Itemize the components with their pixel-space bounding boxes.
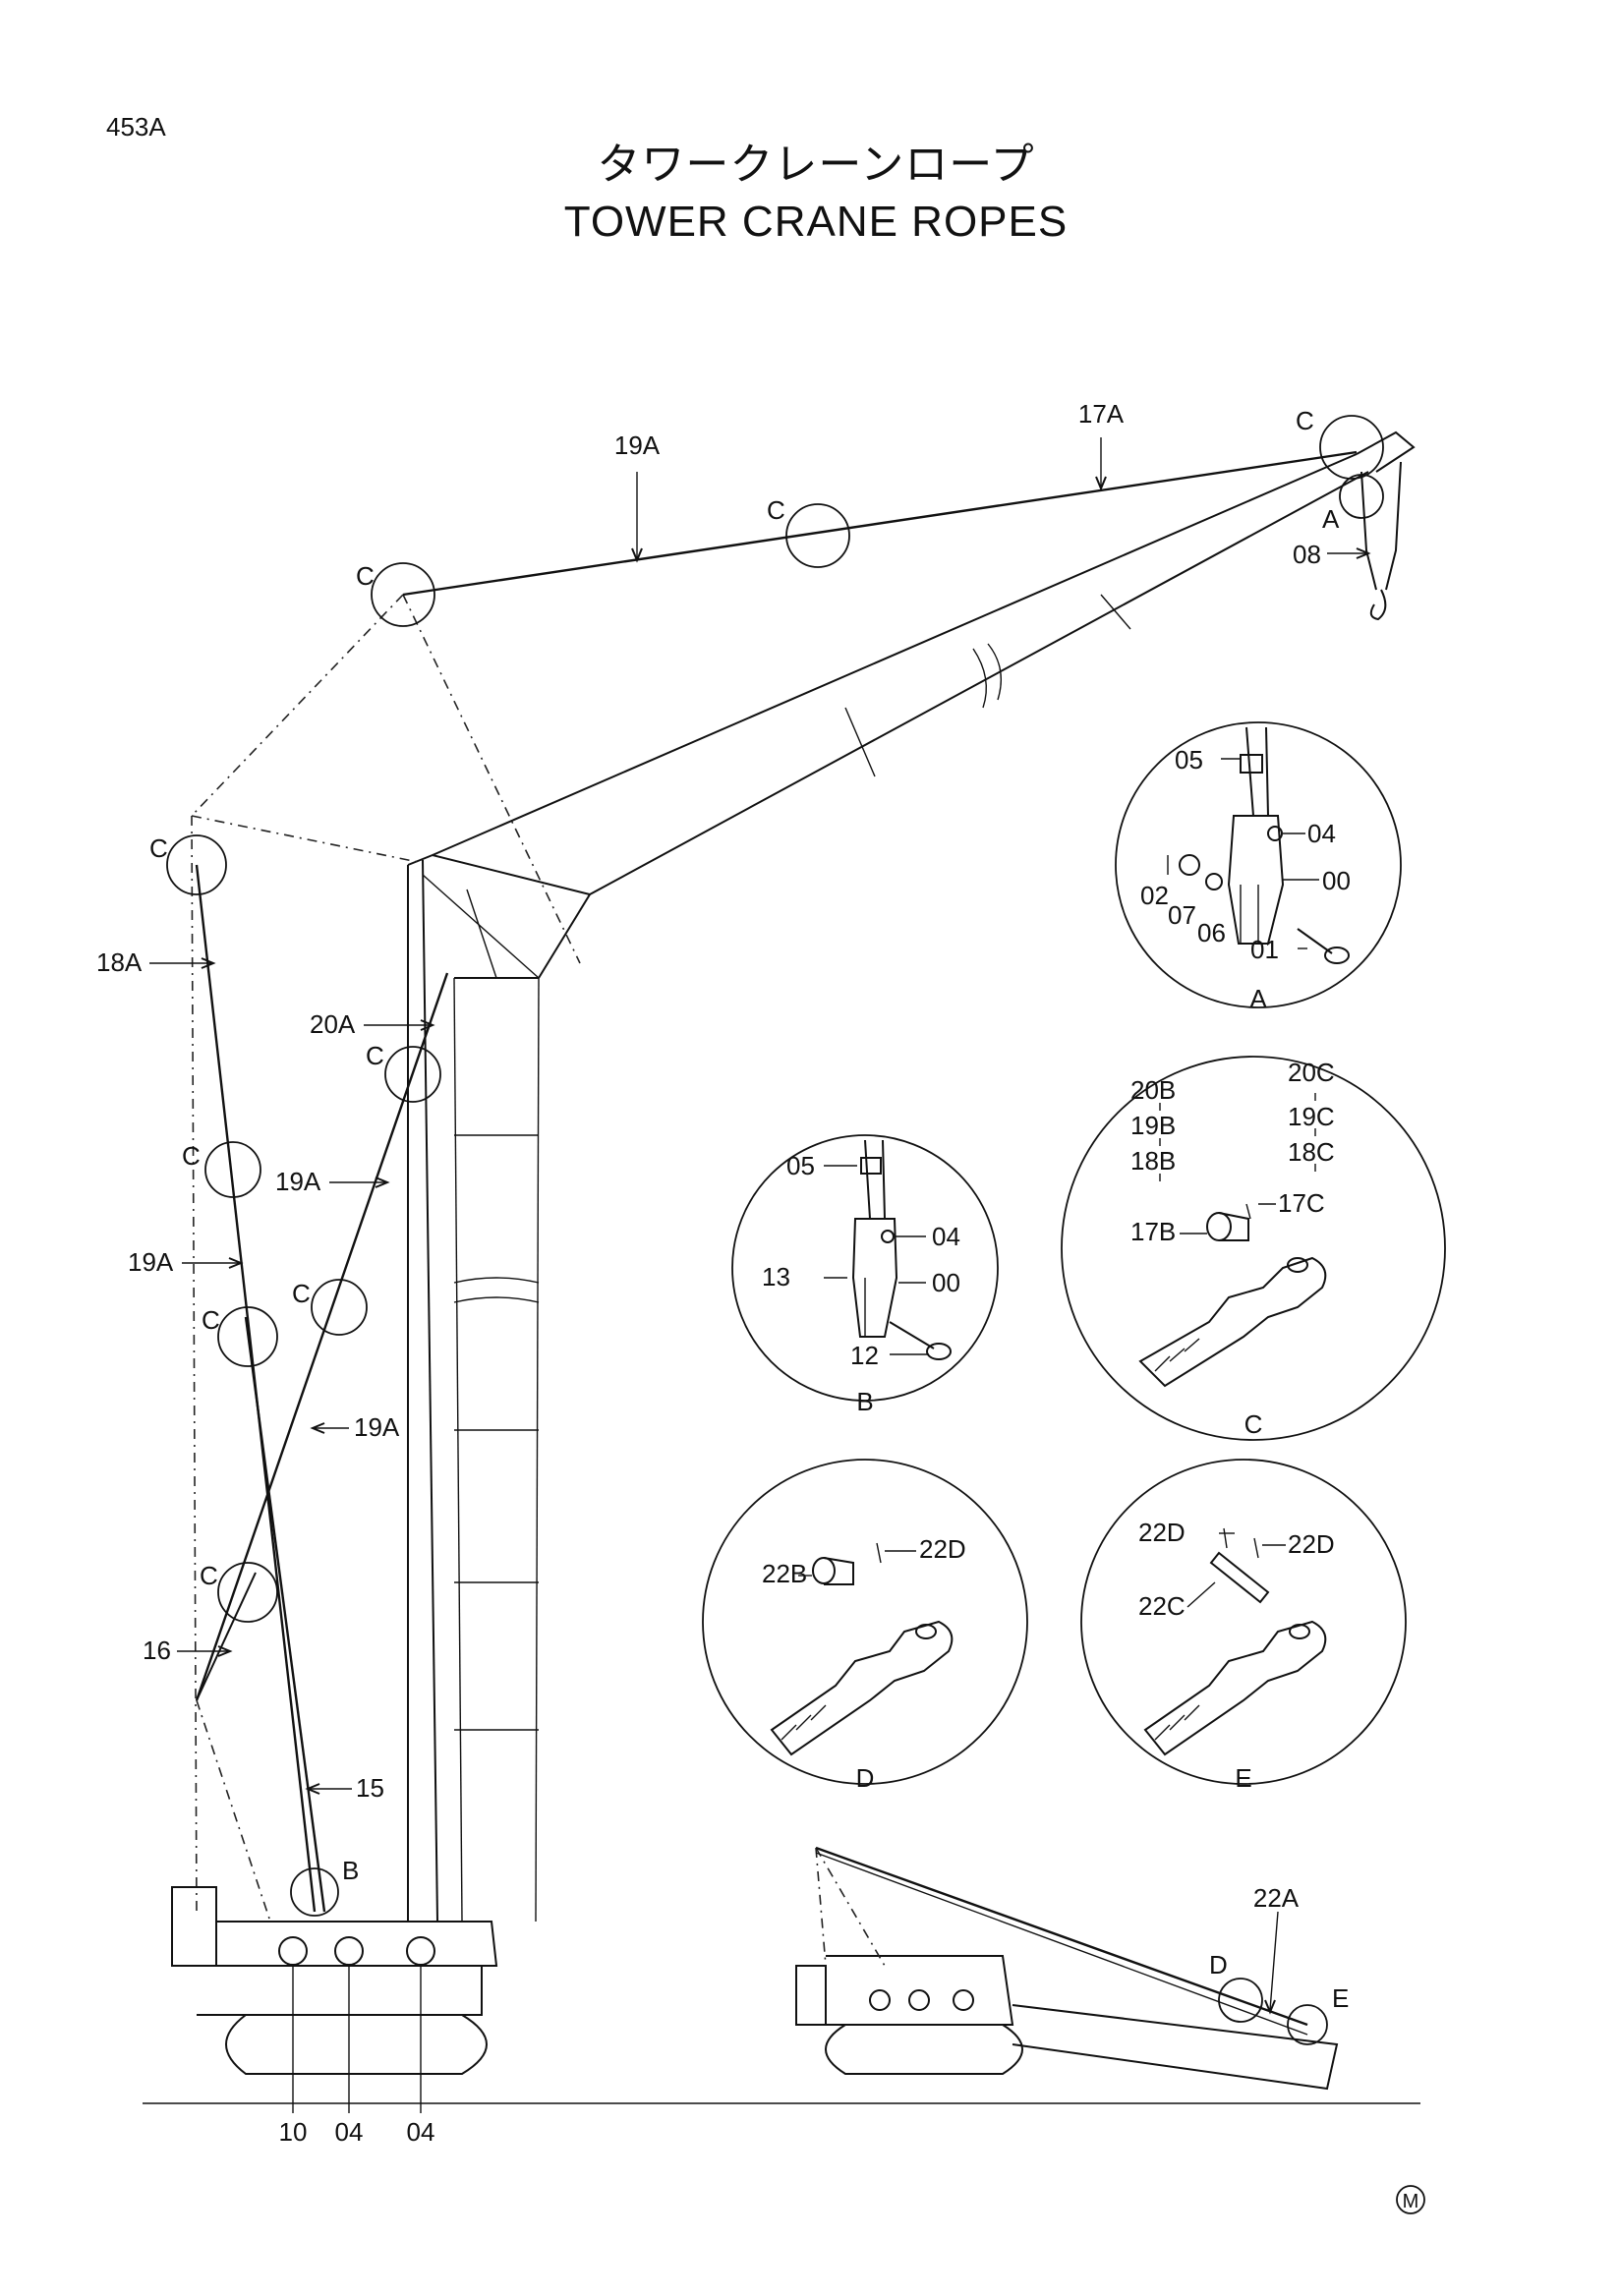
detail-d: 22B 22D D	[702, 1459, 1028, 1793]
detail-c-part-20C: 20C	[1288, 1058, 1335, 1087]
circled-m-mark: M	[1396, 2185, 1425, 2214]
label-20A: 20A	[310, 1009, 356, 1039]
detail-c-part-18C: 18C	[1288, 1137, 1335, 1167]
detail-b: 05 04 13 00 12 B	[731, 1134, 999, 1416]
detail-c-part-19B: 19B	[1130, 1111, 1176, 1140]
detail-circle-d	[1218, 1978, 1263, 2023]
label-16: 16	[143, 1636, 171, 1665]
label-c5: C	[182, 1141, 201, 1171]
detail-a-part-02: 02	[1140, 881, 1169, 910]
detail-a-name: A	[1249, 984, 1267, 1013]
label-c4: C	[149, 833, 168, 863]
detail-a-part-07: 07	[1168, 900, 1196, 930]
title-japanese: タワークレーンロープ	[597, 141, 1034, 189]
detail-circle-a	[1339, 474, 1384, 519]
detail-d-name: D	[856, 1763, 875, 1793]
detail-b-part-12: 12	[850, 1341, 879, 1370]
detail-e: 22D 22D 22C E	[1080, 1459, 1407, 1793]
detail-circle-c8	[311, 1279, 368, 1336]
detail-circle-e	[1287, 2004, 1328, 2045]
detail-c-part-19C: 19C	[1288, 1102, 1335, 1131]
detail-a-part-01: 01	[1250, 935, 1279, 964]
label-d-mark: D	[1209, 1950, 1228, 1980]
detail-circle-c7	[217, 1306, 278, 1367]
label-c7: C	[202, 1305, 220, 1335]
detail-d-part-22D: 22D	[919, 1534, 966, 1564]
detail-e-name: E	[1235, 1763, 1251, 1793]
page-number: 453A	[106, 112, 166, 142]
label-c2: C	[767, 495, 785, 525]
label-15: 15	[356, 1773, 384, 1803]
main-crane: 19A 17A C C C C C C C C C A 08 18A 20A 1…	[96, 399, 1420, 2147]
detail-circles	[166, 415, 1384, 1917]
detail-a: 05 04 00 02 07 06 01 A	[1115, 721, 1402, 1013]
detail-circle-b	[290, 1867, 339, 1917]
label-19A-top: 19A	[614, 430, 661, 460]
detail-e-part-22D-right: 22D	[1288, 1529, 1335, 1559]
label-e-mark: E	[1332, 1983, 1349, 2013]
lowered-crane: 22A D E	[795, 1846, 1349, 2091]
detail-circle-c2	[785, 503, 850, 568]
detail-a-part-06: 06	[1197, 918, 1226, 947]
label-22A: 22A	[1253, 1883, 1300, 1913]
detail-circle-c4	[166, 834, 227, 895]
label-04-b: 04	[407, 2117, 435, 2147]
label-08: 08	[1293, 540, 1321, 569]
crane-base	[143, 1886, 1420, 2104]
label-18A: 18A	[96, 947, 143, 977]
ropes	[195, 450, 1358, 1913]
hook-block	[1360, 461, 1402, 621]
rope-15	[244, 1316, 326, 1913]
rope-frame-lines	[191, 451, 1358, 1923]
detail-c-part-17C: 17C	[1278, 1188, 1325, 1218]
label-c1: C	[356, 561, 375, 591]
detail-circle-c6	[384, 1046, 441, 1103]
detail-c: 20B 19B 18B 17B 20C 19C 18C 17C C	[1061, 1056, 1446, 1441]
label-19A-low: 19A	[354, 1412, 400, 1442]
detail-circle-c9	[217, 1562, 278, 1623]
detail-e-part-22C: 22C	[1138, 1591, 1186, 1621]
detail-circle-c5	[204, 1141, 261, 1198]
detail-a-part-05: 05	[1175, 745, 1203, 775]
m-mark-letter: M	[1403, 2191, 1419, 2212]
rope-17A-19A	[402, 450, 1358, 597]
detail-circle-c3	[1319, 415, 1384, 480]
label-19A-left: 19A	[128, 1247, 174, 1277]
label-a-tip: A	[1322, 504, 1340, 534]
detail-b-part-00: 00	[932, 1268, 960, 1297]
rope-20A-19A	[195, 972, 449, 1701]
label-17A: 17A	[1078, 399, 1125, 429]
label-04-a: 04	[335, 2117, 364, 2147]
detail-b-part-04: 04	[932, 1222, 960, 1251]
detail-d-part-22B: 22B	[762, 1559, 807, 1588]
detail-b-part-05: 05	[786, 1151, 815, 1180]
detail-c-part-18B: 18B	[1130, 1146, 1176, 1176]
jib-boom	[432, 430, 1416, 895]
label-c9: C	[200, 1561, 218, 1590]
leader-lines	[149, 437, 1371, 2113]
label-10: 10	[279, 2117, 308, 2147]
detail-circle-c1	[371, 562, 435, 627]
detail-c-part-20B: 20B	[1130, 1075, 1176, 1105]
rope-16	[196, 1572, 257, 1701]
label-c6: C	[366, 1041, 384, 1070]
label-c8: C	[292, 1279, 311, 1308]
detail-b-part-13: 13	[762, 1262, 790, 1292]
detail-a-part-04: 04	[1307, 819, 1336, 848]
detail-b-name: B	[856, 1387, 873, 1416]
detail-e-part-22D-left: 22D	[1138, 1518, 1186, 1547]
detail-a-part-00: 00	[1322, 866, 1351, 895]
title-english: TOWER CRANE ROPES	[564, 198, 1068, 246]
label-b-mark: B	[342, 1856, 359, 1885]
detail-c-part-17B: 17B	[1130, 1217, 1176, 1246]
detail-c-name: C	[1244, 1409, 1263, 1439]
label-19A-mid: 19A	[275, 1167, 321, 1196]
tower-mast	[407, 853, 592, 1923]
label-c3: C	[1296, 406, 1314, 435]
